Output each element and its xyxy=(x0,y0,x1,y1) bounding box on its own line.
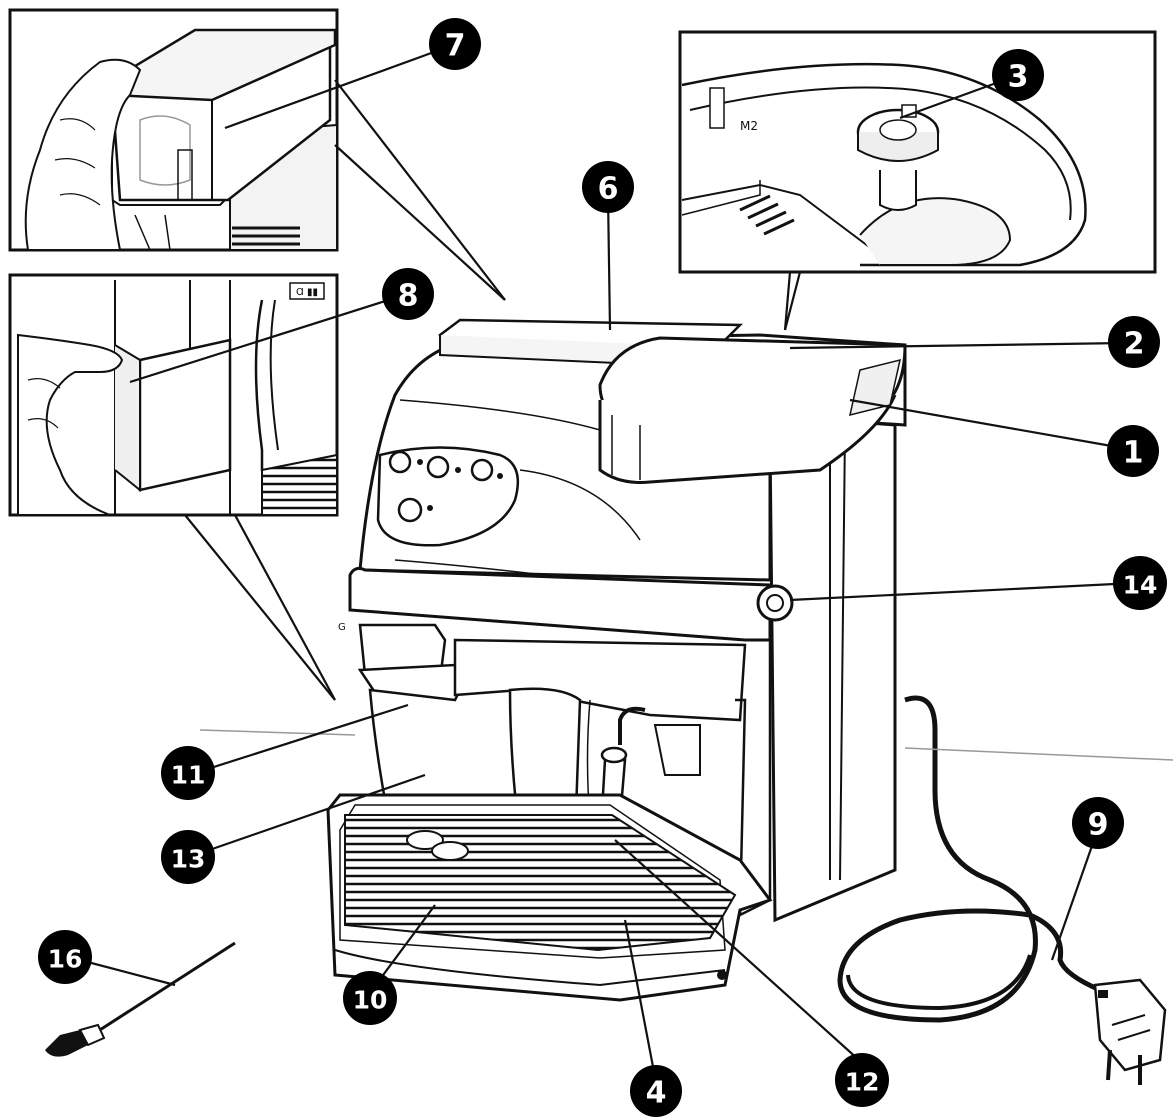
power-button xyxy=(388,450,412,474)
callout-10-label: 10 xyxy=(353,986,388,1015)
callout-9: 9 xyxy=(1072,797,1124,849)
inset-grind-dial: M2 xyxy=(678,30,1157,274)
callout-7-label: 7 xyxy=(445,29,466,64)
tank-label-text: Ɑ ▮▮ xyxy=(296,287,318,298)
callout-10: 10 xyxy=(343,971,397,1025)
callout-12-label: 12 xyxy=(845,1068,880,1097)
callout-6: 6 xyxy=(582,161,634,213)
callout-8-label: 8 xyxy=(398,279,419,314)
control-panel xyxy=(376,446,520,547)
callouts: 7 8 3 6 2 1 14 9 11 13 10 12 4 16 xyxy=(38,18,1167,1117)
callout-16-label: 16 xyxy=(48,945,83,974)
callout-11-label: 11 xyxy=(171,761,206,790)
callout-7: 7 xyxy=(429,18,481,70)
callout-4: 4 xyxy=(630,1065,682,1117)
coffee-machine-body: G xyxy=(45,318,1173,1085)
single-coffee-button xyxy=(426,455,450,479)
callout-9-label: 9 xyxy=(1088,808,1109,843)
callout-3: 3 xyxy=(992,49,1044,101)
callout-14: 14 xyxy=(1113,556,1167,610)
power-plug-icon xyxy=(1093,978,1167,1085)
callout-2: 2 xyxy=(1108,316,1160,368)
power-cord xyxy=(837,695,1101,1023)
callout-12: 12 xyxy=(835,1053,889,1107)
callout-4-label: 4 xyxy=(646,1076,667,1111)
leader-lines xyxy=(79,46,1136,1094)
callout-13: 13 xyxy=(161,830,215,884)
inset-bean-hopper xyxy=(8,8,339,252)
drip-tray-icon xyxy=(326,793,773,1002)
callout-14-label: 14 xyxy=(1123,571,1158,600)
panel-mark-g: G xyxy=(338,622,346,633)
selector-knob xyxy=(397,497,423,523)
cleaning-brush-icon xyxy=(45,941,236,1057)
callout-11: 11 xyxy=(161,746,215,800)
callout-3-label: 3 xyxy=(1008,60,1029,95)
inset-water-tank: Ɑ ▮▮ xyxy=(8,273,339,517)
panel-mark-m2: M2 xyxy=(740,119,758,133)
callout-13-label: 13 xyxy=(171,845,206,874)
callout-2-label: 2 xyxy=(1124,327,1145,362)
double-coffee-button xyxy=(470,458,494,482)
callout-6-label: 6 xyxy=(598,172,619,207)
callout-8: 8 xyxy=(382,268,434,320)
callout-1: 1 xyxy=(1107,425,1159,477)
callout-16: 16 xyxy=(38,930,92,984)
callout-1-label: 1 xyxy=(1123,436,1144,471)
